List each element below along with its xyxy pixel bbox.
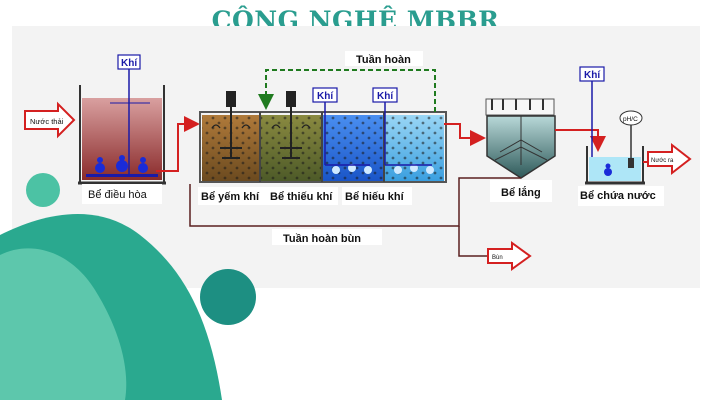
air-supply-2: Khí: [312, 87, 370, 166]
svg-text:Khí: Khí: [317, 91, 334, 102]
air-supply-4: Khí: [579, 66, 605, 172]
svg-text:Khí: Khí: [584, 70, 601, 81]
blob-decoration-light: [0, 248, 127, 400]
svg-text:Khí: Khí: [121, 58, 138, 69]
pipe-aerobic-to-settling: [444, 123, 486, 146]
reactor-block: [199, 91, 447, 183]
outlet-label: Nước ra: [651, 158, 674, 164]
label-sludge-recycle: Tuần hoàn bùn: [283, 233, 361, 245]
circle-decoration: [26, 173, 60, 207]
pipe-eq-to-anaerobic: [156, 116, 200, 172]
label-sludge-out: Bùn: [492, 255, 503, 261]
label-clean-water: Bể chứa nước: [580, 190, 656, 202]
label-settling: Bể lắng: [501, 186, 541, 199]
sludge-lines: Tuần hoàn bùn Bùn: [189, 177, 532, 271]
inlet-label: Nước thải: [30, 117, 64, 126]
label-equalization: Bể điều hòa: [88, 189, 148, 201]
svg-text:Khí: Khí: [377, 91, 394, 102]
circle-decoration: [200, 269, 256, 325]
label-aerobic: Bể hiếu khí: [345, 191, 405, 203]
meter-label: pH/C: [623, 116, 638, 123]
label-recycle: Tuần hoàn: [356, 54, 411, 66]
tank-settling: Bể lắng: [485, 98, 556, 202]
air-supply-3: Khí: [372, 87, 432, 166]
outlet-arrow: Nước ra: [643, 142, 692, 176]
label-anaerobic: Bể yếm khí: [201, 191, 260, 203]
label-anoxic: Bể thiếu khí: [270, 191, 333, 203]
recycle-loop: Tuần hoàn: [258, 51, 436, 112]
pipe-settling-to-clean: [555, 129, 606, 152]
inlet-arrow: Nước thải: [24, 101, 76, 139]
tank-clean-water: pH/C Bể chứa nước: [578, 110, 664, 206]
air-supply-1: Khí: [117, 54, 141, 175]
tank-equalization: [78, 85, 166, 185]
